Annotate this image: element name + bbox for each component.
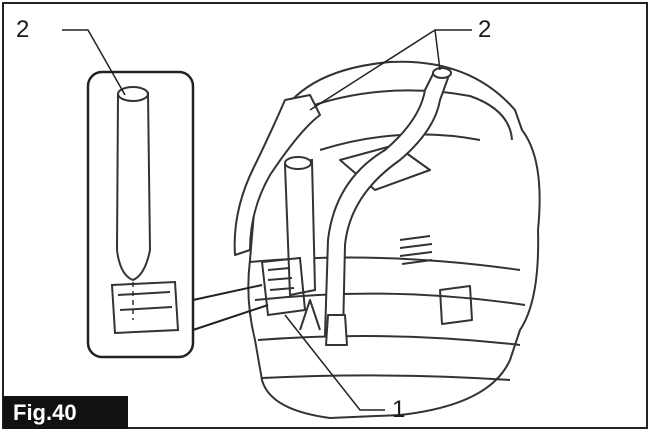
callout-label-nozzle-left: 2	[16, 16, 30, 43]
detail-inset	[86, 70, 195, 359]
inset-connector-top	[192, 284, 263, 301]
crevice-nozzle	[283, 156, 317, 297]
callout-label-nozzle-right: 2	[478, 16, 492, 43]
inset-crevice-nozzle	[115, 91, 152, 282]
leader-line-left	[62, 29, 126, 96]
leader-line-bottom	[284, 314, 385, 411]
curved-wand	[324, 67, 452, 346]
figure-number-badge: Fig.40	[3, 396, 128, 429]
leader-line-right-b	[434, 29, 441, 71]
holder-bracket	[260, 256, 307, 317]
inset-connector-bottom	[192, 304, 269, 331]
bent-handle	[233, 94, 321, 256]
callout-label-holder: 1	[392, 396, 406, 423]
